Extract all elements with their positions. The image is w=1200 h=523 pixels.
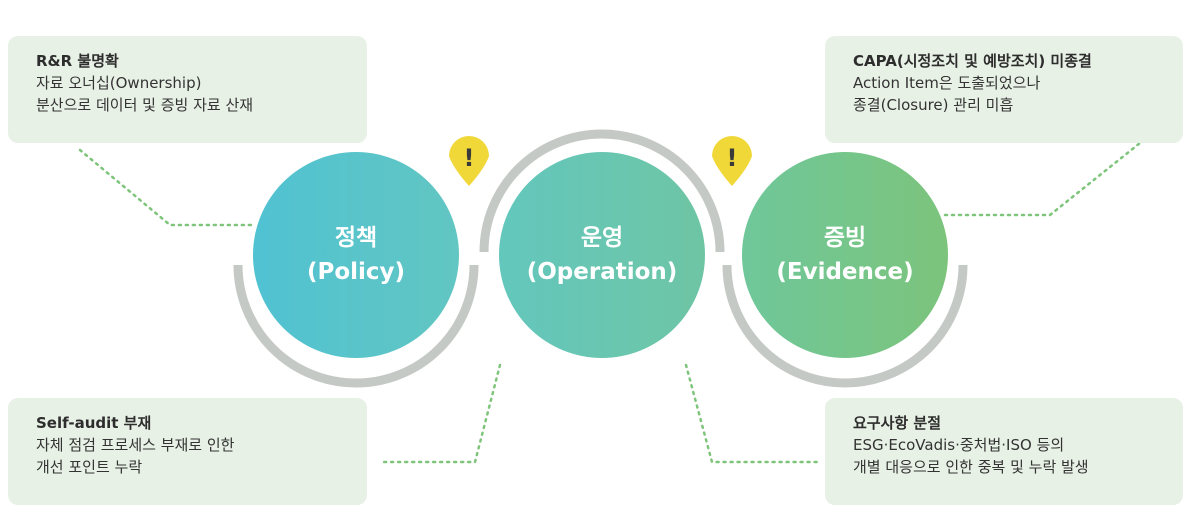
issue-card-rr: R&R 불명확 자료 오너십(Ownership) 분산으로 데이터 및 증빙 …: [8, 36, 367, 143]
issue-title: 요구사항 분절: [853, 414, 942, 432]
circle-operation: [499, 152, 705, 358]
alert-mark: !: [464, 144, 475, 172]
issue-card-requirements: 요구사항 분절 ESG·EcoVadis·중처법·ISO 등의 개별 대응으로 …: [825, 398, 1183, 505]
issue-card-self-audit: Self-audit 부재 자체 점검 프로세스 부재로 인한 개선 포인트 누…: [8, 398, 367, 505]
issue-text: ESG·EcoVadis·중처법·ISO 등의: [853, 436, 1065, 454]
issue-title: Self-audit 부재: [36, 414, 152, 432]
connector-top-left: [78, 148, 257, 227]
alert-mark: !: [727, 144, 738, 172]
stage-evidence-sub: (Evidence): [776, 259, 914, 285]
stage-operation-sub: (Operation): [526, 259, 678, 285]
alert-pin-icon: !: [712, 136, 752, 186]
arc-operation: [479, 129, 725, 253]
issue-text: 자료 오너십(Ownership): [36, 74, 202, 92]
stage-policy-name: 정책: [334, 225, 378, 251]
stage-policy-label: 정책 (Policy): [246, 221, 466, 289]
issue-text: 개별 대응으로 인한 중복 및 누락 발생: [853, 458, 1089, 476]
issue-title: CAPA(시정조치 및 예방조치) 미종결: [853, 52, 1092, 70]
issue-title: R&R 불명확: [36, 52, 119, 70]
connector-bottom-right: [684, 363, 822, 464]
issue-card-capa: CAPA(시정조치 및 예방조치) 미종결 Action Item은 도출되었으…: [825, 36, 1183, 143]
arc-evidence: [722, 264, 968, 388]
issue-text: Action Item은 도출되었으나: [853, 74, 1041, 92]
issue-text: 분산으로 데이터 및 증빙 자료 산재: [36, 96, 254, 114]
connector-top-right: [943, 141, 1142, 217]
circle-evidence: [742, 152, 948, 358]
stage-operation-label: 운영 (Operation): [492, 221, 712, 289]
issue-text: 개선 포인트 누락: [36, 458, 143, 476]
circle-policy: [253, 152, 459, 358]
stage-operation-name: 운영: [580, 225, 624, 251]
stage-evidence-label: 증빙 (Evidence): [735, 221, 955, 289]
issue-text: 종결(Closure) 관리 미흡: [853, 96, 1014, 114]
connector-bottom-left: [378, 363, 502, 464]
arc-policy: [233, 264, 479, 388]
stage-evidence-name: 증빙: [823, 225, 867, 251]
stage-policy-sub: (Policy): [306, 259, 406, 285]
alert-pin-icon: !: [449, 136, 489, 186]
issue-text: 자체 점검 프로세스 부재로 인한: [36, 436, 235, 454]
